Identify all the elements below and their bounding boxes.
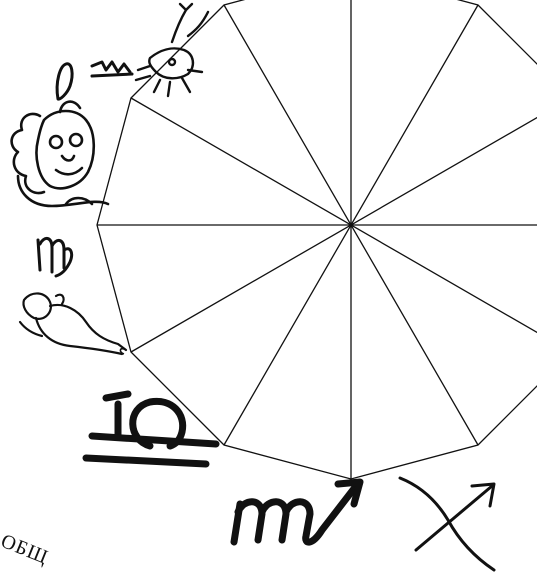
virgo-sign xyxy=(20,238,126,354)
reclining-maiden-illustration xyxy=(20,293,126,354)
leo-sign xyxy=(12,102,108,206)
vertex-flourish xyxy=(120,349,126,354)
virgo-glyph xyxy=(38,238,72,276)
cancer-sign xyxy=(57,4,208,99)
wheel-spokes xyxy=(97,0,537,479)
cancer-glyph xyxy=(57,62,132,99)
lion-face-illustration xyxy=(12,102,108,206)
sagittarius-glyph xyxy=(400,478,494,570)
dodecagon-outline xyxy=(97,0,537,479)
zodiac-wheel xyxy=(97,0,537,479)
libra-glyph xyxy=(86,394,216,464)
scorpio-glyph xyxy=(234,482,360,542)
